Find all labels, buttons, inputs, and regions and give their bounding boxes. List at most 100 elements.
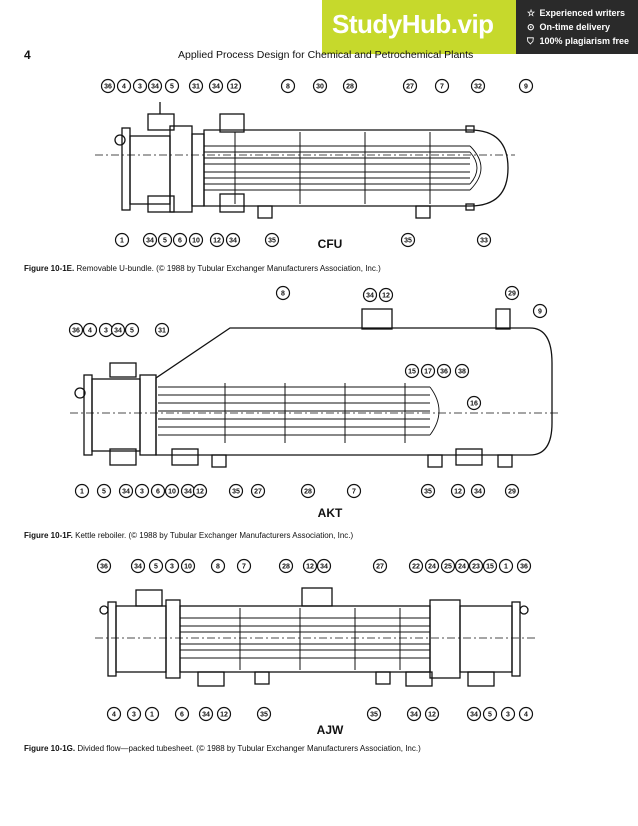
callout-label: 4 xyxy=(122,84,126,91)
callout-label: 36 xyxy=(100,564,108,571)
callout-balloon xyxy=(346,483,362,499)
callout-label: 27 xyxy=(254,489,262,496)
callout-label: 33 xyxy=(480,238,488,245)
feature-item: ☆ Experienced writers xyxy=(527,8,626,18)
callout-balloon xyxy=(68,322,84,338)
callout-balloon xyxy=(466,395,482,411)
callout-balloon xyxy=(164,483,180,499)
callout-balloon xyxy=(518,78,534,94)
callout-balloon xyxy=(154,322,170,338)
callout-balloon xyxy=(450,483,466,499)
logo-text: StudyHub.vip xyxy=(332,9,494,39)
callout-balloon xyxy=(300,483,316,499)
callout-balloon xyxy=(470,78,486,94)
callout-label: 35 xyxy=(260,712,268,719)
callout-balloon xyxy=(174,706,190,722)
callout-label: 34 xyxy=(320,564,328,571)
callout-label: 35 xyxy=(424,489,432,496)
callout-balloon xyxy=(424,558,440,574)
callout-balloon xyxy=(264,232,280,248)
callout-balloon xyxy=(124,322,140,338)
figure-10-1e-caption: Figure 10-1E. Removable U-bundle. (© 198… xyxy=(24,264,381,273)
callout-label: 34 xyxy=(202,712,210,719)
callout-balloon xyxy=(164,558,180,574)
callout-balloon xyxy=(216,706,232,722)
callout-label: 8 xyxy=(286,84,290,91)
callout-balloon xyxy=(150,483,166,499)
callout-balloon xyxy=(482,558,498,574)
callout-balloon xyxy=(116,78,132,94)
callout-label: 34 xyxy=(212,84,220,91)
callout-balloon xyxy=(142,232,158,248)
callout-balloon xyxy=(400,232,416,248)
promo-banner[interactable]: StudyHub.vip ☆ Experienced writers ⊙ On-… xyxy=(322,0,638,54)
callout-balloon xyxy=(454,363,470,379)
callout-label: 12 xyxy=(382,293,390,300)
callout-balloon xyxy=(420,483,436,499)
studyhub-logo[interactable]: StudyHub.vip xyxy=(322,0,516,54)
callout-balloon xyxy=(192,483,208,499)
callout-balloon xyxy=(504,483,520,499)
callout-balloon xyxy=(436,363,452,379)
callout-balloon xyxy=(134,483,150,499)
callout-label: 34 xyxy=(146,238,154,245)
callout-balloon xyxy=(110,322,126,338)
callout-balloon xyxy=(470,483,486,499)
shield-icon: ⛉ xyxy=(527,36,534,46)
callout-label: 28 xyxy=(346,84,354,91)
callout-balloon xyxy=(468,558,484,574)
callout-balloon xyxy=(280,78,296,94)
callout-balloon xyxy=(172,232,188,248)
callout-balloon xyxy=(236,558,252,574)
star-icon: ☆ xyxy=(527,8,536,18)
callout-balloon xyxy=(225,232,241,248)
callout-balloon xyxy=(188,232,204,248)
callout-balloon xyxy=(278,558,294,574)
running-title: Applied Process Design for Chemical and … xyxy=(178,49,474,61)
callout-label: 16 xyxy=(470,401,478,408)
callout-balloon xyxy=(96,483,112,499)
page-number: 4 xyxy=(24,48,31,62)
callout-label: 32 xyxy=(474,84,482,91)
callout-label: 12 xyxy=(428,712,436,719)
callout-label: 34 xyxy=(410,712,418,719)
callout-label: 12 xyxy=(220,712,228,719)
callout-balloon xyxy=(504,285,520,301)
callout-label: 22 xyxy=(412,564,420,571)
callout-label: 34 xyxy=(134,564,142,571)
callout-label: 28 xyxy=(304,489,312,496)
callout-label: 15 xyxy=(486,564,494,571)
callout-label: 12 xyxy=(454,489,462,496)
callout-balloon xyxy=(362,287,378,303)
callout-balloon xyxy=(74,483,90,499)
callout-label: 27 xyxy=(406,84,414,91)
callout-label: 35 xyxy=(232,489,240,496)
callout-label: 3 xyxy=(138,84,142,91)
callout-balloon xyxy=(250,483,266,499)
callout-label: 12 xyxy=(196,489,204,496)
callout-label: 5 xyxy=(488,712,492,719)
figure-10-1g-caption: Figure 10-1G. Divided flow—packed tubesh… xyxy=(24,744,421,753)
callout-label: 1 xyxy=(504,564,508,571)
callout-label: 34 xyxy=(229,238,237,245)
callout-balloon xyxy=(482,706,498,722)
callout-label: 8 xyxy=(216,564,220,571)
feature-item: ⊙ On-time delivery xyxy=(527,22,611,32)
callout-balloon xyxy=(275,285,291,301)
callout-label: 4 xyxy=(524,712,528,719)
callout-balloon xyxy=(518,706,534,722)
callout-label: 34 xyxy=(122,489,130,496)
figure-10-1g-type-code: AJW xyxy=(317,723,344,737)
callout-balloon xyxy=(500,706,516,722)
callout-balloon xyxy=(210,558,226,574)
callout-balloon xyxy=(466,706,482,722)
callout-label: 12 xyxy=(213,238,221,245)
callout-label: 10 xyxy=(192,238,200,245)
callout-label: 15 xyxy=(408,369,416,376)
feature-item: ⛉ 100% plagiarism free xyxy=(527,36,630,46)
callout-balloon xyxy=(404,363,420,379)
callout-label: 9 xyxy=(524,84,528,91)
callout-label: 28 xyxy=(282,564,290,571)
callout-label: 5 xyxy=(170,84,174,91)
